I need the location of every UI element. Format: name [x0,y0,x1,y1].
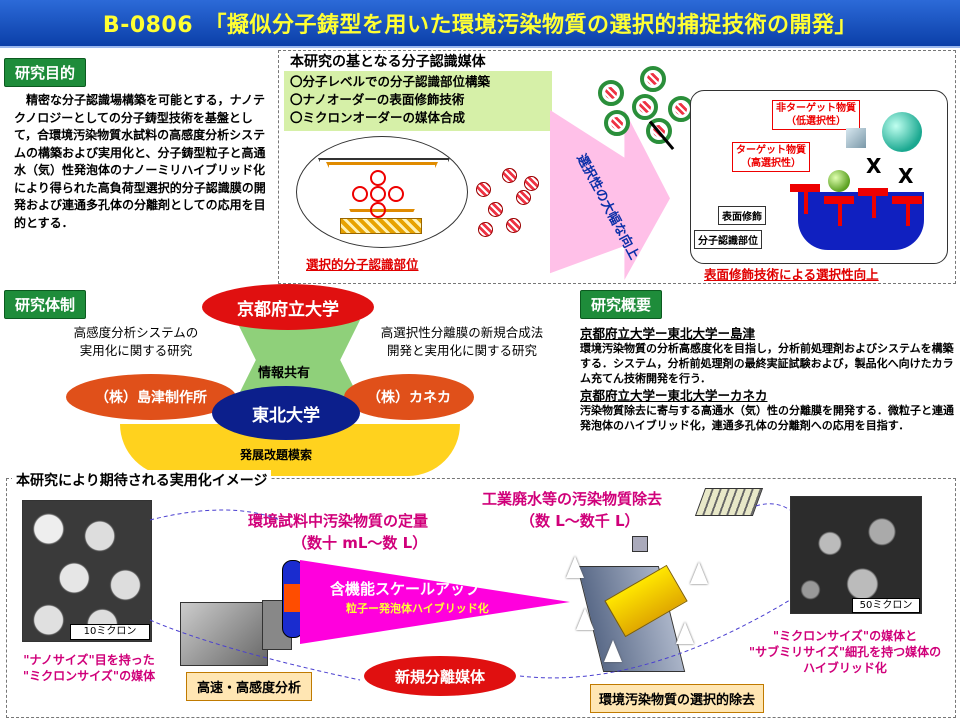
site-ring [370,186,386,202]
column-band [284,584,300,612]
analysis-box: 高速・高感度分析 [186,672,313,701]
site-ring [388,186,404,202]
receptor-stem [906,204,910,226]
receptor [892,196,922,204]
receptor-stem [838,204,842,226]
receptor [858,188,888,196]
left-caption: 選択的分子認識部位 [306,257,419,272]
receptor-stem [804,192,808,214]
left-scale: 10ミクロン [70,624,150,640]
page-title: B-0806 「擬似分子鋳型を用いた環境汚染物質の選択的捕捉技術の開発」 [102,13,858,38]
cross-icon: X [898,164,914,188]
removal-title: 工業廃水等の汚染物質除去 [482,490,663,508]
scaleup-sub: 粒子ー発泡体ハイブリッド化 [346,602,489,615]
bead [478,222,493,237]
module-pipe [632,536,648,552]
receptor [790,184,820,192]
right-caption: 表面修飾技術による選択性向上 [704,267,879,282]
practical-heading: 本研究により期待される実用化イメージ [12,470,272,490]
bead [488,202,503,217]
non-target-sphere [882,112,922,152]
site-label: 分子認識部位 [694,230,762,249]
removal-box: 環境汚染物質の選択的除去 [590,684,765,713]
kaneka-node: （株）カネカ [344,374,474,420]
overview-heading: 研究概要 [580,290,663,319]
right-caption: "ミクロンサイズ"の媒体と "サブミリサイズ"細孔を持つ媒体の ハイブリッド化 [748,629,942,675]
analyzer-box [180,602,268,666]
foam-sem-image [790,496,922,614]
bead [502,168,517,183]
practical-panel [6,478,956,718]
non-target-label: 非ターゲット物質 （低選択性） [772,100,860,130]
basis-item: 〇分子レベルでの分子認識部位構築 [290,74,491,89]
share-label: 情報共有 [258,366,311,381]
receptor-stem [872,196,876,218]
tree-icon [604,640,622,662]
quant-title: 環境試料中汚染物質の定量 [248,512,429,530]
overview-p2-body: 汚染物質除去に寄与する高通水（気）性の分離膜を開発する．微粒子と連通発泡体のハイ… [580,404,954,432]
bead [524,176,539,191]
basis-items: 〇分子レベルでの分子認識部位構築 〇ナノオーダーの表面修飾技術 〇ミクロンオーダ… [284,71,552,131]
surface-label: 表面修飾 [718,206,766,225]
template-base [340,218,422,234]
basis-panel [278,50,956,284]
system-heading: 研究体制 [4,290,87,319]
green-bead [632,94,658,120]
right-note: 高選択性分離膜の新規合成法 開発と実用化に関する研究 [380,325,544,358]
basis-item: 〇ミクロンオーダーの媒体合成 [290,110,466,125]
site-ring [370,202,386,218]
bead [506,218,521,233]
tohoku-node: 東北大学 [212,386,360,440]
micron-sem-image [22,500,152,642]
tree-icon [676,622,694,644]
purpose-body: 精密な分子認識場構築を可能とする，ナノテクノロジーとしての分子鋳型技術を基盤とし… [14,93,266,230]
purpose-heading: 研究目的 [4,58,87,87]
title-bar: B-0806 「擬似分子鋳型を用いた環境汚染物質の選択的捕捉技術の開発」 [0,0,960,48]
scaleup-title: 含機能スケールアップ [330,580,481,598]
non-target-cube [846,128,866,148]
overview-p2-title: 京都府立大学ー東北大学ーカネカ [580,388,768,403]
improve-label: 発展改題模索 [240,448,313,462]
receptor [824,196,854,204]
bead [516,190,531,205]
tree-icon [690,562,708,584]
left-caption: "ナノサイズ"目を持った "ミクロンサイズ"の媒体 [22,653,156,683]
target-label: ターゲット物質 （高選択性） [732,142,810,172]
green-bead [640,66,666,92]
overview-p1-title: 京都府立大学ー東北大学ー島津 [580,326,756,341]
green-bead [604,110,630,136]
cross-icon: X [866,154,882,178]
bead [476,182,491,197]
site-ring [370,170,386,186]
site-ring [352,186,368,202]
quant-sub: （数十 mL～数 L） [292,534,428,552]
new-media-node: 新規分離媒体 [364,656,516,696]
shimadzu-node: （株）島津制作所 [66,374,236,420]
tree-icon [576,608,594,630]
kyoto-node: 京都府立大学 [202,284,374,330]
left-note: 高感度分析システムの 実用化に関する研究 [73,325,199,358]
tree-icon [566,556,584,578]
target-sphere [828,170,850,192]
overview-body: 京都府立大学ー東北大学ー島津 環境汚染物質の分析高感度化を目指し，分析前処理剤お… [580,326,954,433]
basis-item: 〇ナノオーダーの表面修飾技術 [290,92,465,107]
green-bead [598,80,624,106]
removal-sub: （数 L～数千 L） [520,512,640,530]
right-scale: 50ミクロン [852,598,920,613]
basis-heading: 本研究の基となる分子認識媒体 [286,51,490,71]
overview-p1-body: 環境汚染物質の分析高感度化を目指し，分析前処理剤およびシステムを構築する．システ… [580,342,954,385]
